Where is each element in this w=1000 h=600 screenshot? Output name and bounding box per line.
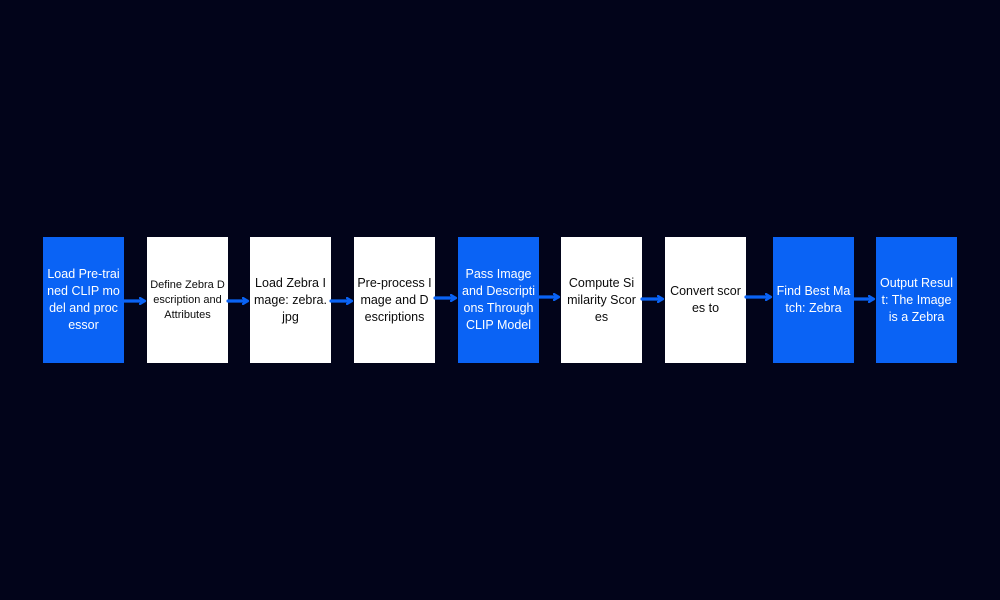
step-label: Pass Image and Descriptions Through CLIP… [462,267,535,332]
step-preprocess: Pre-process Image and Descriptions [354,237,435,363]
step-compute-similarity: Compute Similarity Scores [561,237,642,363]
step-label: Load Pre-trained CLIP model and processo… [47,267,120,332]
step-output-result: Output Result: The Image is a Zebra [876,237,957,363]
step-define-zebra-description: Define Zebra Description and Attributes [147,237,228,363]
step-label: Load Zebra Image: zebra.jpg [254,275,327,324]
step-label: Define Zebra Description and Attributes [150,278,225,321]
step-pass-through-clip: Pass Image and Descriptions Through CLIP… [458,237,539,363]
step-label: Output Result: The Image is a Zebra [880,275,953,324]
step-find-best-match: Find Best Match: Zebra [773,237,854,363]
step-label: Convert scores to [670,284,741,315]
step-label: Find Best Match: Zebra [776,284,851,315]
step-load-clip-model: Load Pre-trained CLIP model and processo… [43,237,124,363]
step-label: Pre-process Image and Descriptions [357,275,432,324]
step-label: Compute Similarity Scores [567,275,636,324]
step-load-zebra-image: Load Zebra Image: zebra.jpg [250,237,331,363]
step-convert-scores: Convert scores to [665,237,746,363]
